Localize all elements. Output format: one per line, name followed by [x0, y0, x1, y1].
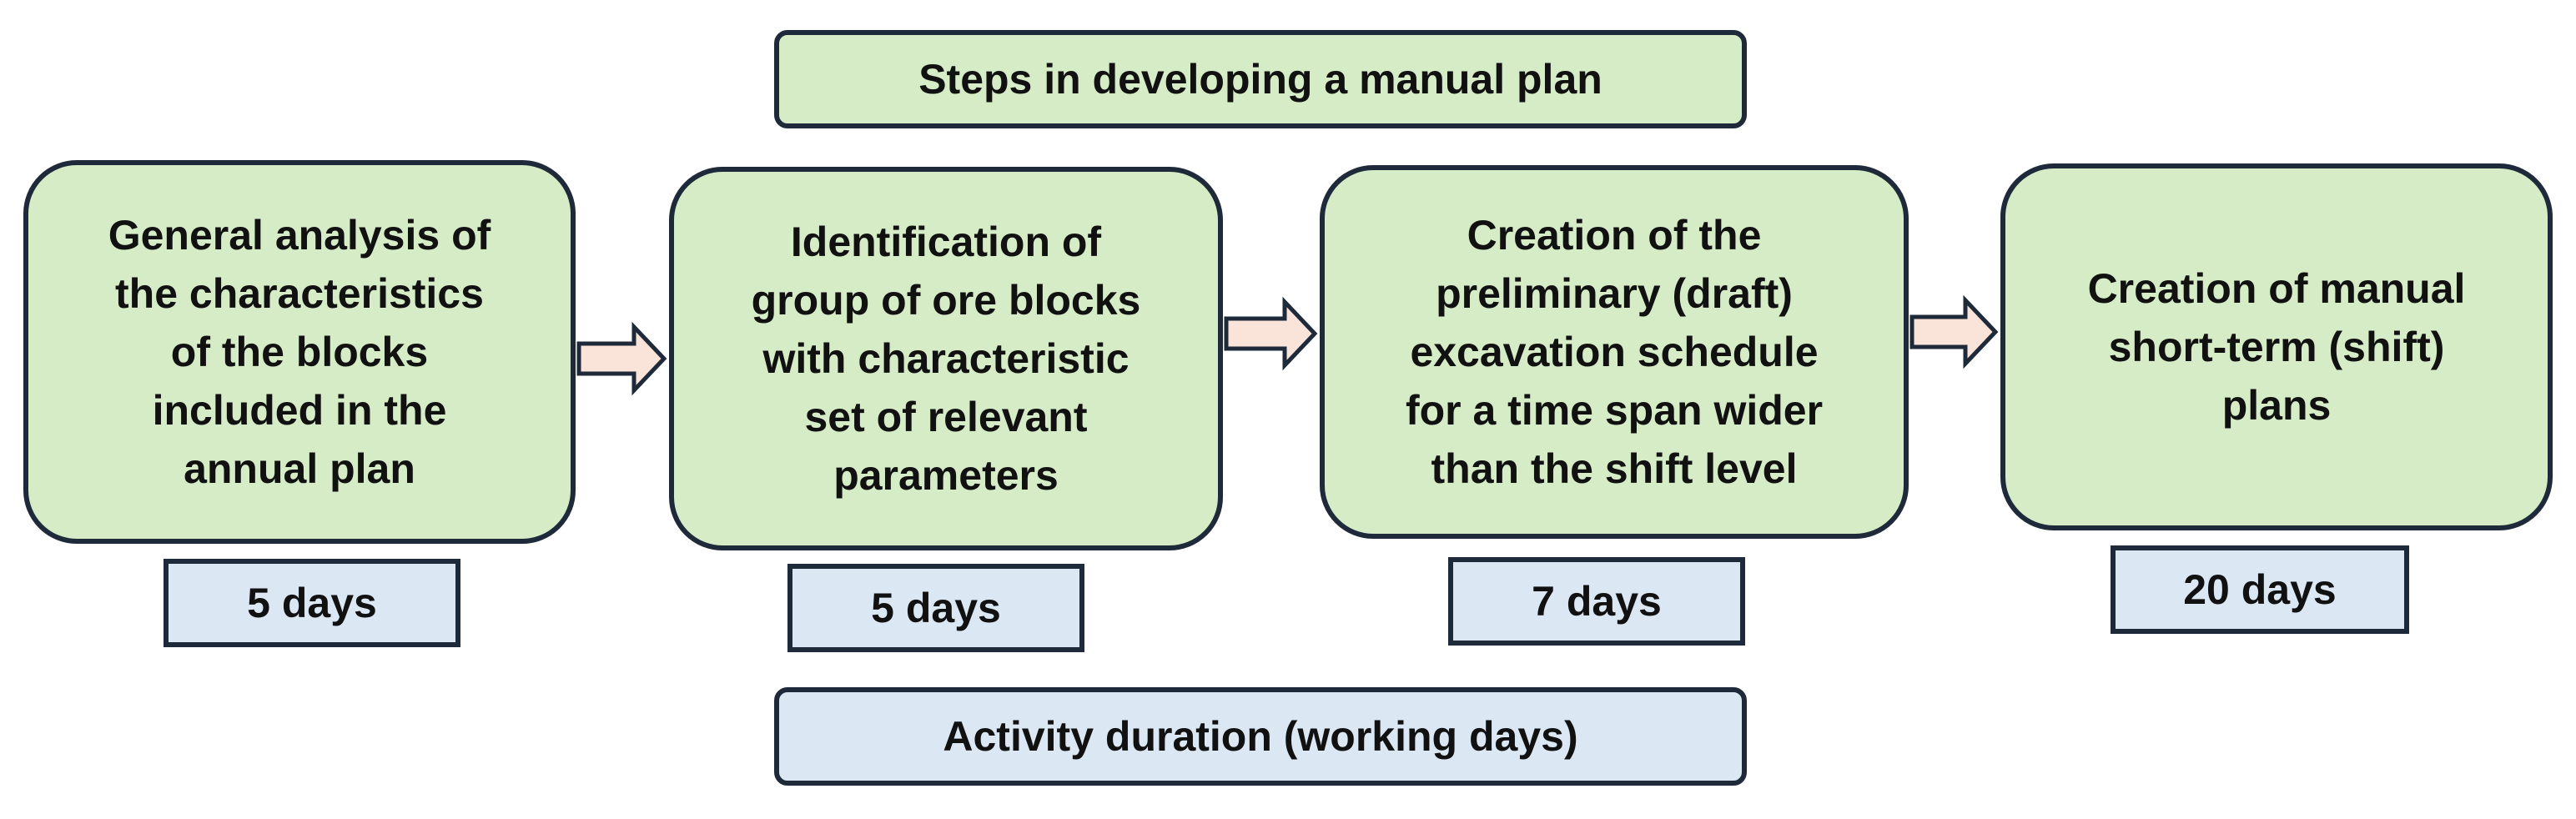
step-4-box: Creation of manual short-term (shift) pl…	[2000, 163, 2553, 530]
step-2-box: Identification of group of ore blocks wi…	[669, 167, 1223, 550]
duration-2-box: 5 days	[787, 564, 1084, 652]
step-1-box: General analysis of the characteristics …	[23, 160, 576, 544]
step-3-box: Creation of the preliminary (draft) exca…	[1320, 165, 1909, 539]
arrow-1-icon	[576, 322, 667, 395]
duration-4-box: 20 days	[2111, 545, 2409, 634]
diagram-title-text: Steps in developing a manual plan	[918, 56, 1602, 103]
step-3-label: Creation of the preliminary (draft) exca…	[1405, 212, 1824, 492]
diagram-title: Steps in developing a manual plan	[774, 30, 1747, 128]
duration-legend: Activity duration (working days)	[774, 687, 1747, 786]
step-4-label: Creation of manual short-term (shift) pl…	[2087, 265, 2466, 429]
duration-1-label: 5 days	[247, 580, 377, 626]
duration-3-box: 7 days	[1448, 557, 1745, 646]
arrow-3-icon	[1909, 295, 1999, 369]
step-2-label: Identification of group of ore blocks wi…	[751, 219, 1141, 499]
arrow-2-icon	[1224, 297, 1318, 370]
duration-3-label: 7 days	[1532, 578, 1662, 625]
duration-4-label: 20 days	[2183, 566, 2337, 613]
duration-1-box: 5 days	[164, 559, 460, 647]
duration-2-label: 5 days	[871, 585, 1001, 631]
step-1-label: General analysis of the characteristics …	[108, 212, 491, 492]
duration-legend-text: Activity duration (working days)	[943, 713, 1578, 760]
